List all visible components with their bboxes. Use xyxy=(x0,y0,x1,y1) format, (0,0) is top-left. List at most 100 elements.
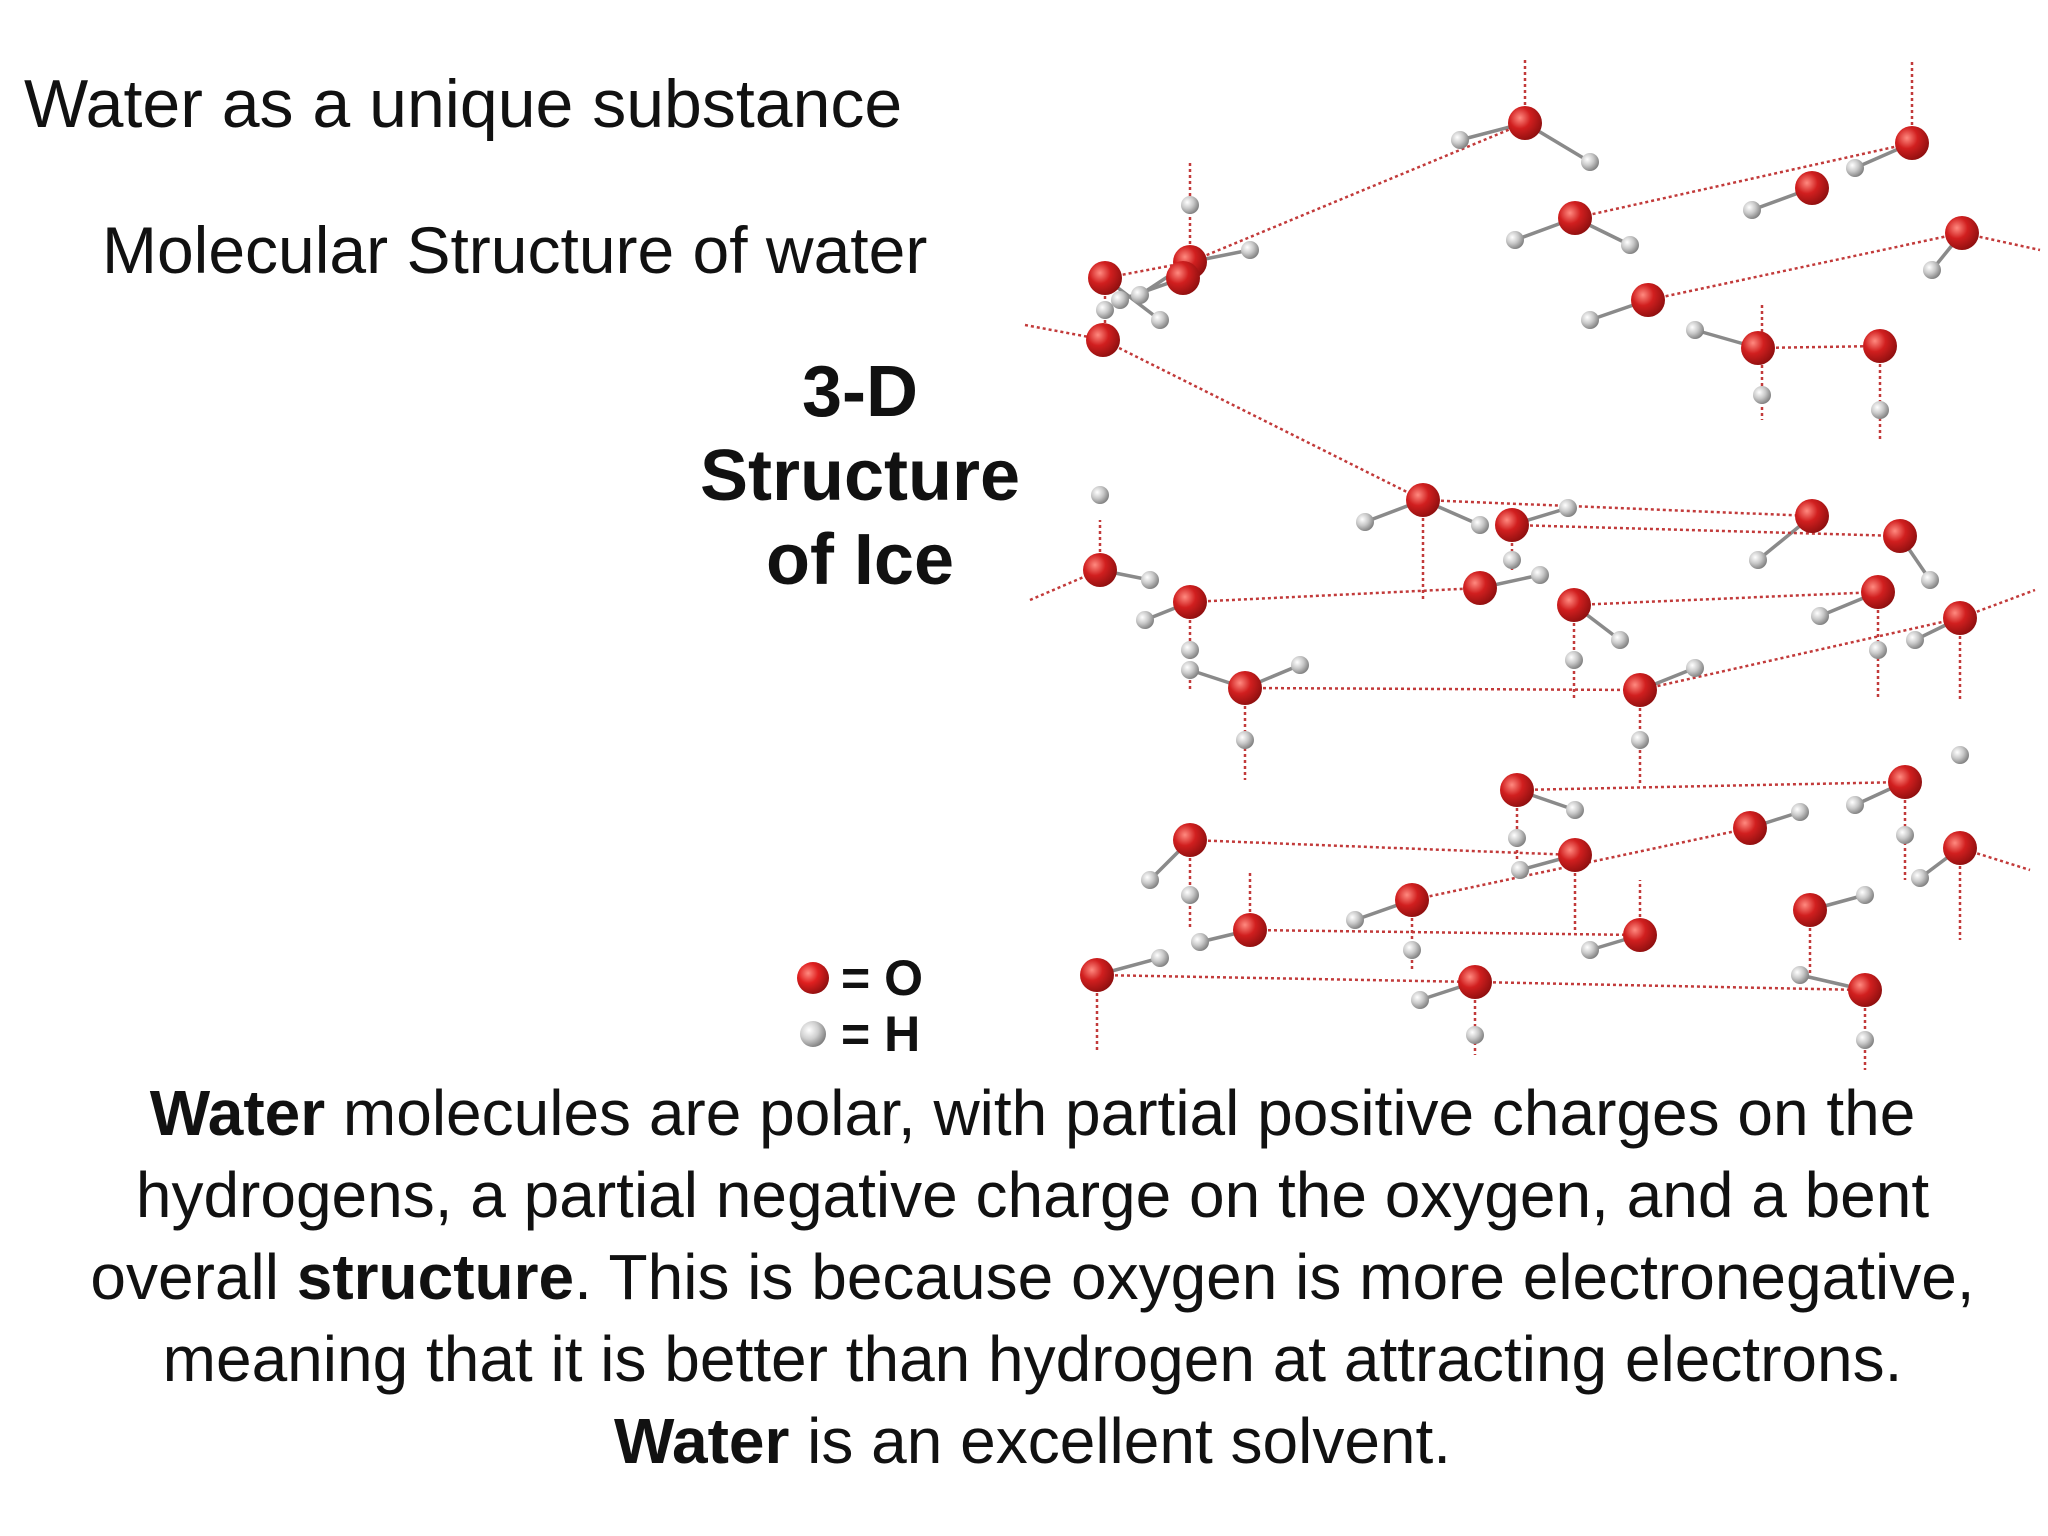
hydrogen-bond xyxy=(1096,973,1476,984)
caption-bold-water: Water xyxy=(613,1405,790,1477)
oxygen-atom xyxy=(1895,126,1929,160)
hydrogen-atom xyxy=(1531,566,1549,584)
hydrogen-bond xyxy=(1516,780,1906,792)
hydrogen-atom xyxy=(1621,236,1639,254)
oxygen-atom xyxy=(1623,918,1657,952)
slide-subtitle: Molecular Structure of water xyxy=(102,213,928,287)
hydrogen-atom xyxy=(1151,949,1169,967)
slide-title: Water as a unique substance xyxy=(24,66,903,142)
hydrogen-atom xyxy=(1503,551,1521,569)
hydrogen-atom xyxy=(1581,153,1599,171)
hydrogen-atom-icon xyxy=(800,1021,826,1047)
oxygen-atom xyxy=(1631,283,1665,317)
caption-bold-water: Water xyxy=(149,1077,326,1149)
hydrogen-atom xyxy=(1511,861,1529,879)
hydrogen-atom xyxy=(1091,486,1109,504)
hydrogen-atom xyxy=(1559,499,1577,517)
hydrogen-atom xyxy=(1923,261,1941,279)
oxygen-atom xyxy=(1795,499,1829,533)
hydrogen-bond xyxy=(1102,338,1424,502)
hydrogen-bond xyxy=(1422,498,1813,518)
hydrogen-bond xyxy=(1647,231,1963,302)
hydrogen-atom xyxy=(1451,131,1469,149)
oxygen-atom xyxy=(1166,261,1200,295)
legend-item-hydrogen: = H xyxy=(795,1006,923,1062)
hydrogen-atom xyxy=(1856,1031,1874,1049)
hydrogen-atom xyxy=(1141,571,1159,589)
oxygen-atom xyxy=(1863,329,1897,363)
caption-paragraph: Water molecules are polar, with partial … xyxy=(90,1072,1975,1482)
oxygen-atom xyxy=(1883,519,1917,553)
oxygen-atom xyxy=(1173,823,1207,857)
legend-label-oxygen: = O xyxy=(841,950,923,1006)
legend-label-hydrogen: = H xyxy=(841,1006,921,1062)
hydrogen-atom xyxy=(1753,386,1771,404)
hydrogen-bond xyxy=(1029,568,1101,602)
hydrogen-atom xyxy=(1181,661,1199,679)
hydrogen-bond xyxy=(1474,980,1866,992)
hydrogen-atom xyxy=(1846,796,1864,814)
caption-text: is an excellent solvent. xyxy=(789,1405,1452,1477)
oxygen-atom xyxy=(1888,765,1922,799)
caption-text: molecules are polar, with partial positi… xyxy=(90,1077,1930,1313)
hydrogen-bond xyxy=(1249,928,1641,937)
oxygen-atom xyxy=(1623,673,1657,707)
hydrogen-atom xyxy=(1181,886,1199,904)
hydrogen-atom xyxy=(1611,631,1629,649)
hydrogen-atom xyxy=(1131,286,1149,304)
hydrogen-atom xyxy=(1791,803,1809,821)
oxygen-atom xyxy=(1795,171,1829,205)
oxygen-atom xyxy=(1943,601,1977,635)
hydrogen-atom xyxy=(1565,651,1583,669)
hydrogen-atom xyxy=(1403,941,1421,959)
hydrogen-atom xyxy=(1291,656,1309,674)
oxygen-atom xyxy=(1557,588,1591,622)
hydrogen-atom xyxy=(1871,401,1889,419)
hydrogen-atom xyxy=(1856,886,1874,904)
hydrogen-atom xyxy=(1906,631,1924,649)
hydrogen-atom xyxy=(1686,321,1704,339)
hydrogen-atom xyxy=(1096,301,1114,319)
hydrogen-atom xyxy=(1791,966,1809,984)
oxygen-atom xyxy=(1495,508,1529,542)
hydrogen-atom xyxy=(1236,731,1254,749)
oxygen-atom xyxy=(1173,585,1207,619)
hydrogen-atom xyxy=(1869,641,1887,659)
hydrogen-atom xyxy=(1686,659,1704,677)
oxygen-atom xyxy=(1945,216,1979,250)
caption-bold-structure: structure xyxy=(296,1241,575,1313)
hydrogen-atom xyxy=(1631,731,1649,749)
oxygen-atom xyxy=(1228,671,1262,705)
oxygen-atom xyxy=(1233,913,1267,947)
oxygen-atom xyxy=(1861,575,1895,609)
oxygen-atom xyxy=(1558,838,1592,872)
hydrogen-atom xyxy=(1471,516,1489,534)
hydrogen-bond xyxy=(1189,838,1576,857)
oxygen-atom xyxy=(1086,323,1120,357)
hydrogen-atom xyxy=(1921,571,1939,589)
diagram-label-line: Structure xyxy=(699,436,1021,516)
diagram-label-line: of Ice xyxy=(765,520,955,600)
hydrogen-atom xyxy=(1181,196,1199,214)
diagram-label: 3-D Structure of Ice xyxy=(640,350,1080,602)
hydrogen-atom xyxy=(1191,933,1209,951)
hydrogen-atom xyxy=(1346,911,1364,929)
hydrogen-atom xyxy=(1411,991,1429,1009)
oxygen-atom xyxy=(1848,973,1882,1007)
hydrogen-atom xyxy=(1581,311,1599,329)
hydrogen-atom xyxy=(1141,871,1159,889)
hydrogen-bond xyxy=(1511,523,1901,538)
legend: = O = H xyxy=(795,950,923,1062)
hydrogen-atom xyxy=(1811,607,1829,625)
oxygen-atom xyxy=(1500,773,1534,807)
oxygen-atom xyxy=(1558,201,1592,235)
hydrogen-atom xyxy=(1749,551,1767,569)
hydrogen-bond xyxy=(1189,586,1481,604)
hydrogen-atom xyxy=(1846,159,1864,177)
hydrogen-atom xyxy=(1508,829,1526,847)
hydrogen-bond xyxy=(1757,344,1881,350)
hydrogen-atom xyxy=(1241,241,1259,259)
oxygen-atom xyxy=(1088,261,1122,295)
hydrogen-atom xyxy=(1566,801,1584,819)
diagram-label-line: 3-D xyxy=(801,352,918,432)
